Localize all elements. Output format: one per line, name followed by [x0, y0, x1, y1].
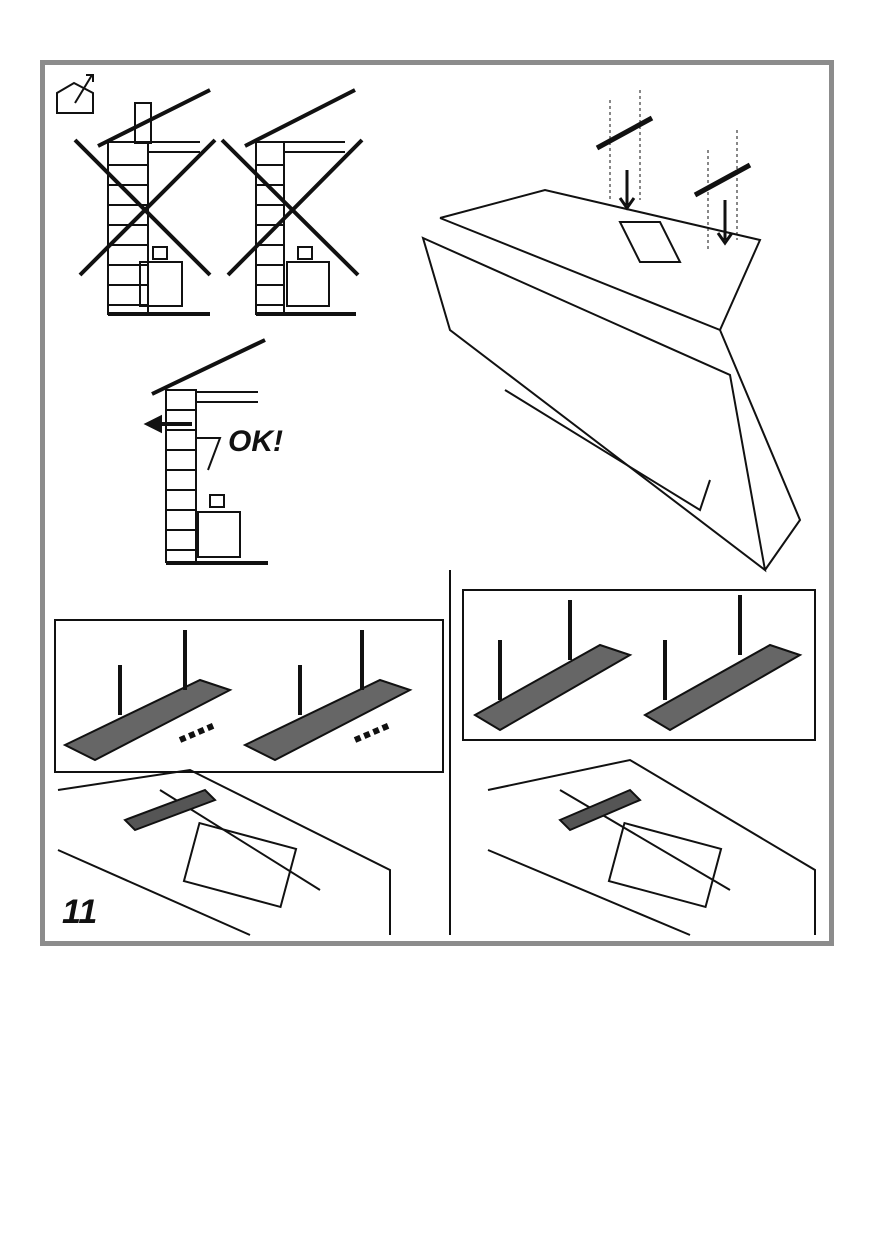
ok-label: OK! [228, 425, 283, 458]
outdoor-venting-icon [56, 74, 94, 114]
wrong-venting-scene-2 [220, 88, 364, 316]
bracket-detail-right [462, 589, 816, 936]
step-number: 11 [62, 893, 98, 931]
correct-venting-scene [143, 338, 268, 565]
cooker-hood-drawing [421, 90, 802, 573]
wrong-venting-scene-1 [73, 88, 217, 316]
bracket-detail-left [54, 619, 444, 936]
